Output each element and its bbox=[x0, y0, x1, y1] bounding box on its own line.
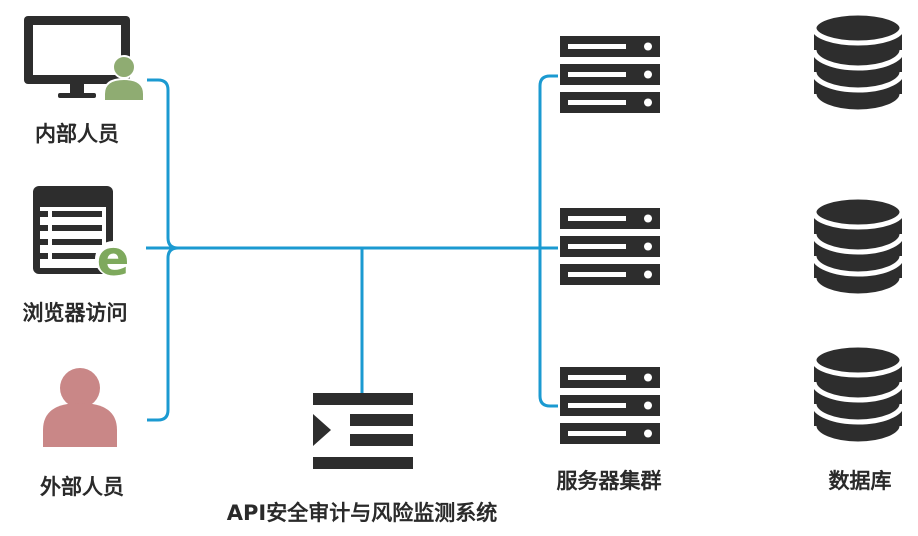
database-cylinder-icon bbox=[811, 194, 905, 299]
server-rack-icon bbox=[560, 36, 660, 113]
server-rack-icon bbox=[560, 208, 660, 285]
connector-external bbox=[147, 246, 179, 422]
audit-system-icon bbox=[313, 393, 413, 469]
svg-text:e: e bbox=[97, 231, 130, 287]
label-internal: 内部人员 bbox=[35, 122, 119, 146]
connector-lines bbox=[146, 74, 558, 422]
browser-e-icon: e bbox=[95, 231, 131, 287]
database-cylinder-icon bbox=[811, 10, 905, 115]
connector-internal bbox=[147, 78, 179, 250]
connector-server-top bbox=[538, 74, 558, 248]
server-unit bbox=[560, 36, 660, 113]
label-server-cluster: 服务器集群 bbox=[557, 469, 662, 493]
browser-window-icon bbox=[33, 186, 113, 274]
external-person-icon bbox=[43, 368, 117, 447]
connector-server-bottom bbox=[538, 248, 558, 408]
label-database: 数据库 bbox=[829, 469, 892, 493]
server-unit bbox=[560, 367, 660, 444]
desktop-monitor-icon bbox=[24, 16, 130, 98]
internal-user-icon bbox=[103, 55, 145, 102]
database-cylinder-icon bbox=[811, 342, 905, 447]
label-external: 外部人员 bbox=[40, 475, 124, 499]
label-api-system: API安全审计与风险监测系统 bbox=[227, 501, 497, 525]
server-unit bbox=[560, 208, 660, 285]
server-rack-icon bbox=[560, 367, 660, 444]
label-browser: 浏览器访问 bbox=[23, 301, 128, 325]
